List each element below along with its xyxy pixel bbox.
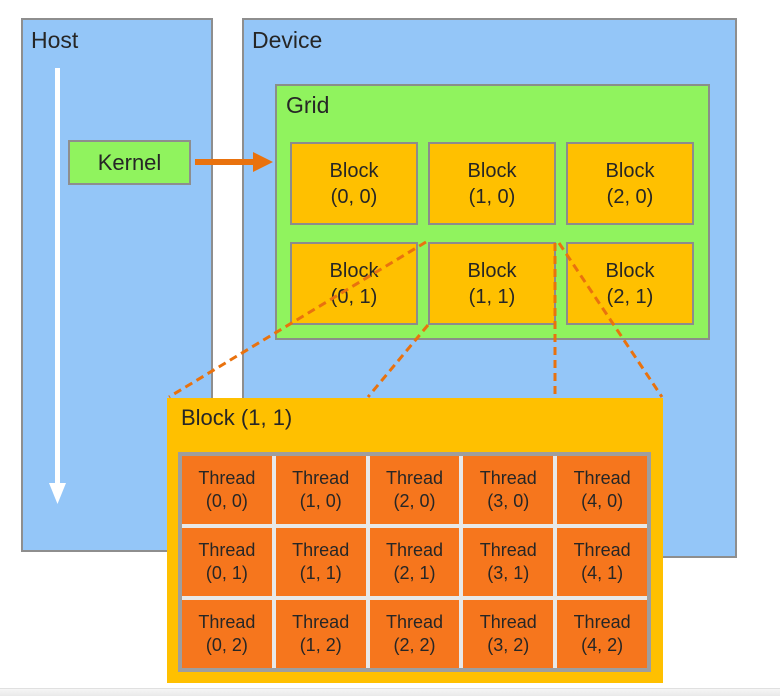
thread-cell-2-1: Thread (2, 1) — [369, 528, 460, 596]
thread-coord: (0, 2) — [205, 635, 248, 655]
block-coord: (0, 0) — [330, 185, 378, 208]
thread-coord: (4, 1) — [581, 563, 624, 583]
block-name: Block — [605, 159, 655, 182]
thread-name: Thread — [385, 612, 444, 632]
thread-name: Thread — [292, 468, 350, 488]
grid-box: Grid Block (0, 0) Block (1, 0) Block (2,… — [275, 84, 710, 340]
thread-name: Thread — [573, 540, 631, 560]
thread-name: Thread — [198, 612, 256, 632]
thread-cell-3-1: Thread (3, 1) — [463, 528, 554, 596]
kernel-label: Kernel — [97, 149, 162, 175]
thread-cell-4-0: Thread (4, 0) — [557, 456, 647, 524]
block-name: Block — [329, 259, 379, 282]
thread-coord: (1, 1) — [299, 563, 342, 583]
thread-cell-1-0: Thread (1, 0) — [275, 456, 366, 524]
grid-block-1-0: Block (1, 0) — [428, 142, 556, 225]
thread-name: Thread — [479, 612, 537, 632]
thread-cell-3-0: Thread (3, 0) — [463, 456, 554, 524]
thread-name: Thread — [479, 468, 537, 488]
thread-grid: Thread (0, 0) Thread (1, 0) Thread (2, 0… — [178, 452, 651, 672]
thread-coord: (2, 1) — [393, 563, 436, 583]
expanded-block-title: Block (1, 1) — [181, 405, 293, 430]
thread-cell-4-2: Thread (4, 2) — [557, 600, 647, 668]
kernel-box: Kernel — [68, 140, 191, 185]
thread-name: Thread — [292, 540, 350, 560]
slide-edge-shadow — [0, 688, 780, 696]
thread-name: Thread — [198, 468, 256, 488]
thread-coord: (4, 2) — [581, 635, 624, 655]
thread-coord: (0, 1) — [205, 563, 248, 583]
block-name: Block — [467, 259, 517, 282]
thread-name: Thread — [573, 468, 631, 488]
thread-cell-2-0: Thread (2, 0) — [369, 456, 460, 524]
thread-cell-0-0: Thread (0, 0) — [182, 456, 272, 524]
thread-name: Thread — [385, 468, 444, 488]
block-name: Block — [467, 159, 517, 182]
block-coord: (2, 0) — [606, 185, 654, 208]
block-name: Block — [329, 159, 379, 182]
thread-coord: (3, 1) — [487, 563, 530, 583]
grid-block-1-1: Block (1, 1) — [428, 242, 556, 325]
host-label: Host — [31, 27, 79, 53]
thread-cell-0-2: Thread (0, 2) — [182, 600, 272, 668]
thread-coord: (3, 0) — [487, 491, 530, 511]
grid-block-2-1: Block (2, 1) — [566, 242, 694, 325]
thread-cell-2-2: Thread (2, 2) — [369, 600, 460, 668]
thread-coord: (2, 0) — [393, 491, 436, 511]
thread-name: Thread — [573, 612, 631, 632]
device-label: Device — [252, 27, 323, 53]
block-coord: (0, 1) — [330, 285, 378, 308]
block-name: Block — [605, 259, 655, 282]
grid-block-0-1: Block (0, 1) — [290, 242, 418, 325]
thread-coord: (1, 2) — [299, 635, 342, 655]
thread-coord: (2, 2) — [393, 635, 436, 655]
block-coord: (1, 0) — [468, 185, 516, 208]
block-coord: (1, 1) — [468, 285, 516, 308]
thread-cell-4-1: Thread (4, 1) — [557, 528, 647, 596]
expanded-block: Block (1, 1) Thread (0, 0) Thread (1, 0)… — [167, 398, 663, 683]
thread-cell-1-2: Thread (1, 2) — [275, 600, 366, 668]
thread-name: Thread — [385, 540, 444, 560]
thread-coord: (1, 0) — [299, 491, 342, 511]
thread-coord: (3, 2) — [487, 635, 530, 655]
thread-coord: (0, 0) — [205, 491, 248, 511]
grid-label: Grid — [286, 92, 330, 118]
thread-cell-1-1: Thread (1, 1) — [275, 528, 366, 596]
thread-cell-0-1: Thread (0, 1) — [182, 528, 272, 596]
thread-cell-3-2: Thread (3, 2) — [463, 600, 554, 668]
thread-name: Thread — [479, 540, 537, 560]
block-coord: (2, 1) — [606, 285, 654, 308]
thread-name: Thread — [198, 540, 256, 560]
thread-name: Thread — [292, 612, 350, 632]
grid-block-2-0: Block (2, 0) — [566, 142, 694, 225]
thread-coord: (4, 0) — [581, 491, 624, 511]
grid-block-0-0: Block (0, 0) — [290, 142, 418, 225]
